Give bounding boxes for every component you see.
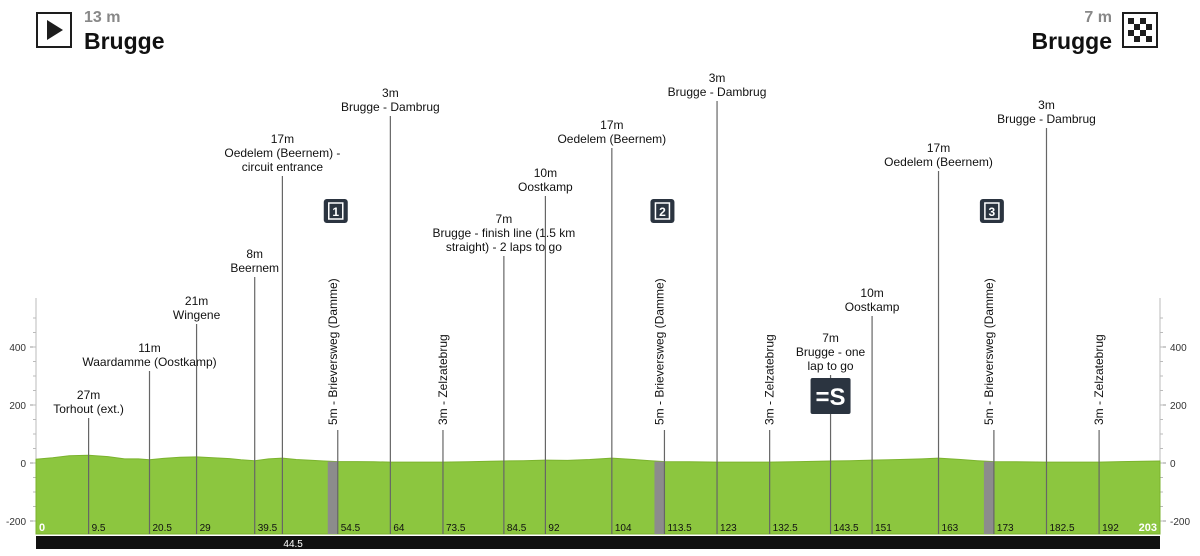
waypoint-name: circuit entrance [242, 160, 324, 174]
checkered-flag-icon [1122, 12, 1158, 48]
sprint-badge-frame [328, 202, 344, 220]
distance-label: 9.5 [92, 523, 106, 534]
y-tick-label-left: 0 [20, 459, 26, 470]
waypoint-name: Torhout (ext.) [53, 402, 124, 416]
waypoint-altitude: 21m [185, 294, 208, 308]
distance-label: 20.5 [153, 523, 173, 534]
waypoint-name: Brugge - Dambrug [997, 112, 1096, 126]
sprint-label: 5m - Brieversweg (Damme) [326, 278, 340, 425]
y-tick-label-left: 400 [9, 343, 26, 354]
waypoint-name: Brugge - finish line (1.5 km [433, 226, 576, 240]
waypoint-altitude: 10m [860, 286, 883, 300]
vertical-label: 3m - Zelzatebrug [1092, 334, 1106, 425]
play-icon [36, 12, 72, 48]
vertical-label: 3m - Zelzatebrug [763, 334, 777, 425]
waypoint-name: Oedelem (Beernem) [557, 132, 666, 146]
sprint-badge-number: 3 [989, 205, 996, 219]
waypoint-name: lap to go [808, 359, 854, 373]
waypoint-altitude: 7m [496, 212, 513, 226]
elevation-profile-area [35, 454, 1161, 535]
waypoint-altitude: 3m [709, 71, 726, 85]
start-altitude: 13 m [84, 9, 121, 26]
y-tick-label-left: -200 [6, 517, 26, 528]
start-city: Brugge [84, 28, 165, 54]
distance-label: 203 [1139, 522, 1157, 534]
sprint-badge-number: 2 [659, 205, 666, 219]
distance-label: 113.5 [667, 523, 692, 534]
distance-label: 182.5 [1049, 523, 1074, 534]
distance-label: 123 [720, 523, 737, 534]
finish-altitude: 7 m [1084, 9, 1112, 26]
waypoint-name: Waardamme (Oostkamp) [82, 355, 216, 369]
distance-label: 132.5 [773, 523, 798, 534]
waypoint-altitude: 8m [246, 247, 263, 261]
distance-label: 54.5 [341, 523, 361, 534]
distance-label: 39.5 [258, 523, 278, 534]
finish-city: Brugge [1031, 28, 1113, 54]
waypoint-altitude: 17m [271, 132, 294, 146]
sprint-bar [654, 461, 665, 534]
waypoint-name: Oostkamp [518, 180, 573, 194]
y-tick-label-right: 400 [1170, 343, 1187, 354]
distance-label: 29 [200, 523, 212, 534]
y-tick-label-right: 0 [1170, 459, 1176, 470]
waypoint-name: Oedelem (Beernem) [884, 155, 993, 169]
y-tick-label-left: 200 [9, 401, 26, 412]
intermediate-sprint-label: =S [816, 384, 846, 411]
waypoint-altitude: 10m [534, 166, 557, 180]
distance-label: 151 [875, 523, 892, 534]
waypoint-name: straight) - 2 laps to go [446, 240, 562, 254]
intermediate-sprint-badge [810, 378, 851, 414]
sprint-badge [650, 199, 675, 223]
sprint-badge [979, 199, 1004, 223]
waypoint-altitude: 7m [822, 331, 839, 345]
sprint-bar [327, 461, 338, 534]
waypoint-name: Brugge - Dambrug [668, 85, 767, 99]
waypoint-name: Wingene [173, 308, 221, 322]
distance-label: 104 [615, 523, 632, 534]
vertical-label: 3m - Zelzatebrug [436, 334, 450, 425]
sprint-badge [323, 199, 348, 223]
waypoint-altitude: 17m [600, 118, 623, 132]
waypoint-altitude: 3m [1038, 98, 1055, 112]
distance-label: 84.5 [507, 523, 527, 534]
waypoint-altitude: 3m [382, 86, 399, 100]
sprint-badge-number: 1 [332, 205, 339, 219]
waypoint-name: Brugge - one [796, 345, 866, 359]
waypoint-name: Brugge - Dambrug [341, 100, 440, 114]
sprint-label: 5m - Brieversweg (Damme) [652, 278, 666, 425]
distance-label: 92 [548, 523, 560, 534]
distance-label: 73.5 [446, 523, 466, 534]
waypoint-name: Oostkamp [845, 300, 900, 314]
distance-label: 64 [393, 523, 405, 534]
waypoint-name: Beernem [230, 261, 279, 275]
y-tick-label-right: -200 [1170, 517, 1190, 528]
waypoint-altitude: 27m [77, 388, 100, 402]
distance-label: 143.5 [834, 523, 859, 534]
sprint-label: 5m - Brieversweg (Damme) [982, 278, 996, 425]
sprint-badge-frame [984, 202, 1000, 220]
distance-label: 163 [942, 523, 959, 534]
distance-axis-bar [36, 536, 1160, 549]
distance-label: 44.5 [283, 539, 303, 550]
waypoint-altitude: 11m [138, 341, 160, 355]
sprint-badge-frame [654, 202, 671, 220]
y-tick-label-right: 200 [1170, 401, 1187, 412]
waypoint-altitude: 17m [927, 141, 950, 155]
waypoint-name: Oedelem (Beernem) - [224, 146, 340, 160]
distance-label: 192 [1102, 523, 1119, 534]
sprint-bar [983, 461, 994, 534]
distance-label: 173 [997, 523, 1014, 534]
distance-label: 0 [39, 522, 45, 534]
